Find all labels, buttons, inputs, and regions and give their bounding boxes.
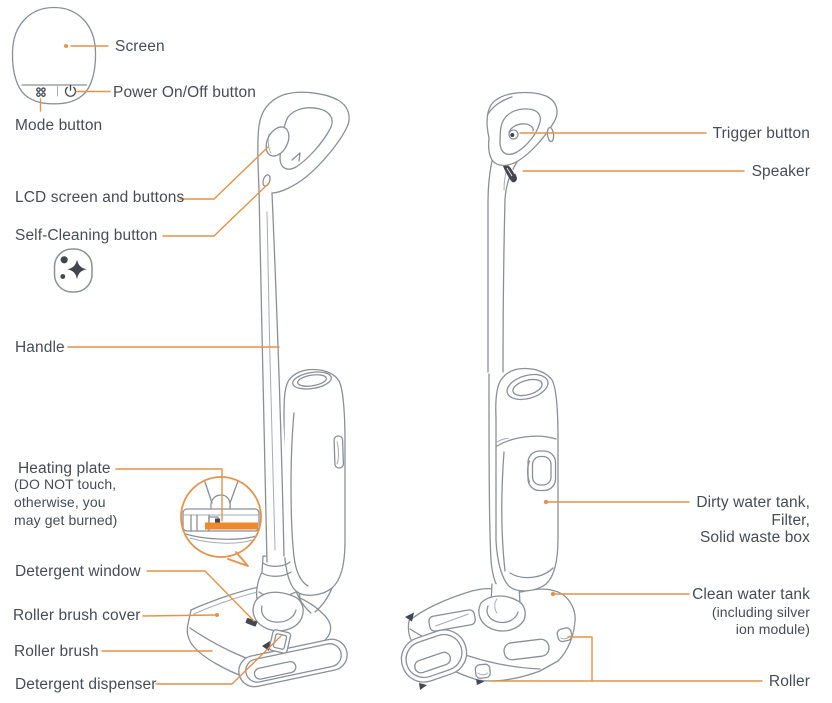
- label-mode-button: Mode button: [15, 117, 103, 134]
- roller-art: [400, 629, 468, 683]
- label-heating-note-3: may get burned): [14, 512, 118, 528]
- sparkle-icon: [67, 259, 87, 280]
- heating-plate-highlight: [205, 522, 258, 530]
- detergent-window-art: [245, 618, 258, 627]
- label-roller-brush-cover: Roller brush cover: [13, 607, 141, 624]
- label-self-cleaning: Self-Cleaning button: [15, 227, 158, 244]
- self-cleaning-icon: [53, 248, 93, 293]
- label-heating-note-2: otherwise, you: [14, 494, 106, 510]
- label-roller: Roller: [768, 673, 810, 690]
- label-clean-tank-2: (including silver: [711, 604, 810, 620]
- lcd-face-detail: [11, 6, 97, 105]
- label-heating-plate: Heating plate: [18, 460, 111, 477]
- label-power-button: Power On/Off button: [113, 84, 256, 101]
- label-clean-tank-3: ion module): [735, 621, 810, 637]
- rear-roller-wheel-art: [556, 627, 573, 643]
- front-view-illustration: [186, 91, 350, 688]
- label-lcd-screen: LCD screen and buttons: [15, 189, 185, 206]
- label-handle: Handle: [15, 339, 65, 356]
- label-trigger-button: Trigger button: [712, 125, 810, 142]
- label-detergent-window: Detergent window: [15, 563, 141, 580]
- trigger-button-art: [508, 123, 534, 140]
- label-dirty-tank-3: Solid waste box: [699, 529, 810, 546]
- back-view-illustration: [400, 91, 576, 690]
- speaker-art: [503, 164, 517, 183]
- front-roller-wheel-art: [474, 663, 491, 685]
- label-dirty-tank-2: Filter,: [771, 512, 810, 529]
- label-screen: Screen: [115, 38, 165, 55]
- power-icon: [64, 84, 77, 97]
- label-dirty-tank-1: Dirty water tank,: [696, 494, 810, 511]
- roller-brush-art: [238, 638, 348, 688]
- detergent-dispenser-art: [262, 629, 292, 654]
- label-clean-tank-1: Clean water tank: [692, 586, 810, 603]
- label-speaker: Speaker: [751, 163, 810, 180]
- dirty-tank-latch-art: [526, 450, 557, 492]
- heating-plate-callout: [180, 476, 262, 567]
- label-detergent-dispenser: Detergent dispenser: [15, 676, 157, 693]
- label-heating-note-1: (DO NOT touch,: [14, 476, 117, 492]
- clean-tank-recess-art: [503, 638, 550, 661]
- head-lid-art: [428, 609, 476, 632]
- label-roller-brush: Roller brush: [14, 643, 99, 660]
- mode-button-icon: [36, 87, 46, 97]
- leader-lines: [39, 44, 763, 685]
